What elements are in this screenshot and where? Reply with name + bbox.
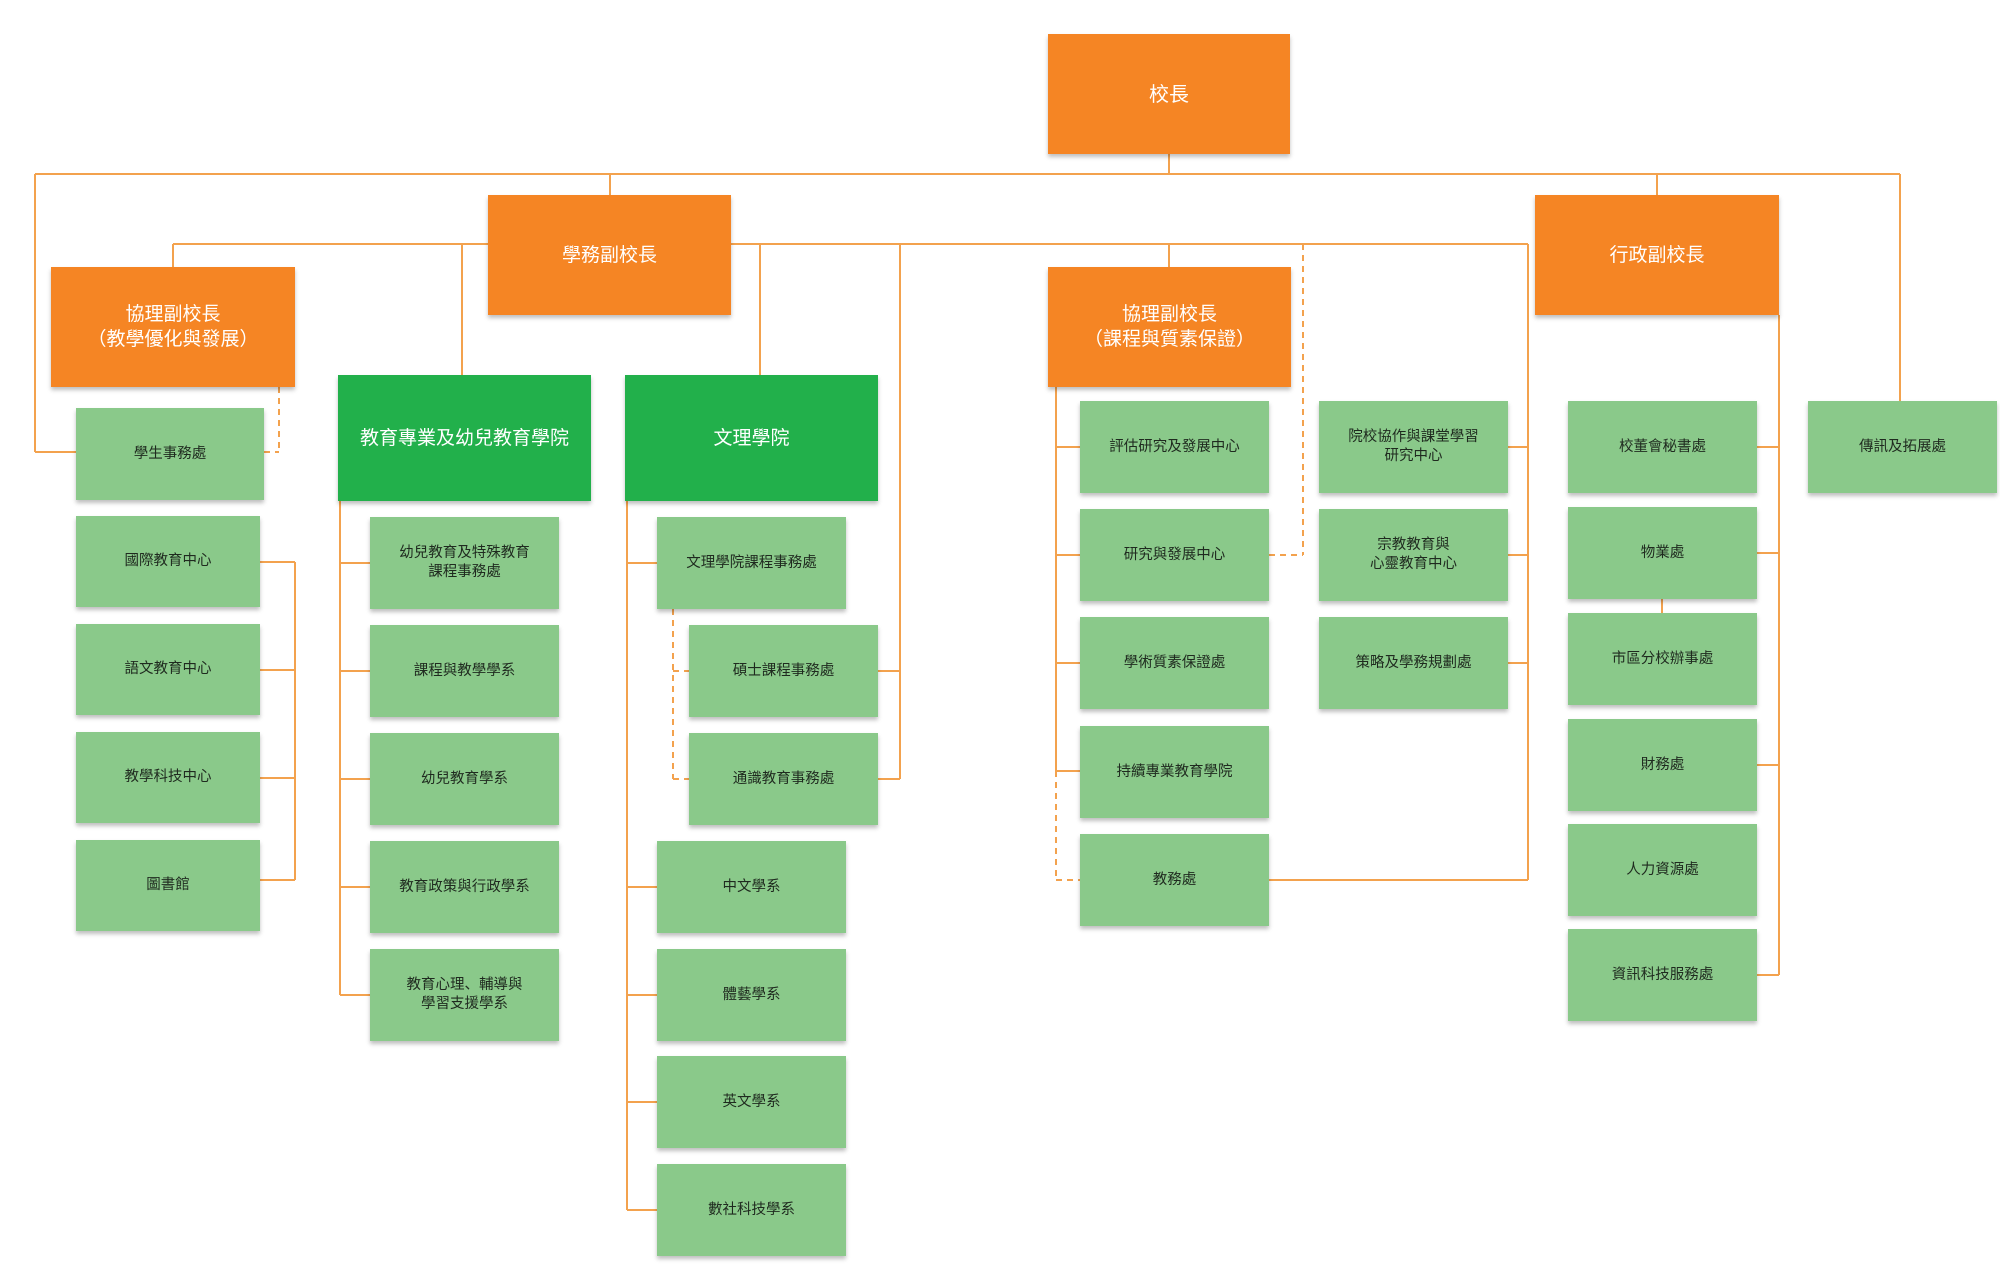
unit-estates: 物業處 bbox=[1568, 507, 1757, 599]
unit-teaching-technology: 教學科技中心 bbox=[76, 732, 260, 823]
unit-human-resources: 人力資源處 bbox=[1568, 824, 1757, 916]
school-education-box: 教育專業及幼兒教育學院 bbox=[338, 375, 591, 501]
unit-strategic-planning: 策略及學務規劃處 bbox=[1319, 617, 1508, 709]
unit-language-education: 語文教育中心 bbox=[76, 624, 260, 715]
unit-ece-programme-office: 幼兒教育及特殊教育 課程事務處 bbox=[370, 517, 559, 609]
unit-english-dept: 英文學系 bbox=[657, 1056, 846, 1148]
unit-continuing-education: 持續專業教育學院 bbox=[1080, 726, 1269, 818]
unit-general-education-office: 通識教育事務處 bbox=[689, 733, 878, 825]
president-box: 校長 bbox=[1048, 34, 1290, 154]
unit-pe-arts-dept: 體藝學系 bbox=[657, 949, 846, 1041]
avp-curriculum-box: 協理副校長 （課程與質素保證） bbox=[1048, 267, 1291, 387]
unit-assessment-centre: 評估研究及發展中心 bbox=[1080, 401, 1269, 493]
vp-admin-box: 行政副校長 bbox=[1535, 195, 1779, 315]
unit-student-affairs: 學生事務處 bbox=[76, 408, 264, 500]
school-arts-box: 文理學院 bbox=[625, 375, 878, 501]
unit-policy-dept: 教育政策與行政學系 bbox=[370, 841, 559, 933]
unit-masters-office: 碩士課程事務處 bbox=[689, 625, 878, 717]
unit-international-education: 國際教育中心 bbox=[76, 516, 260, 607]
unit-finance: 財務處 bbox=[1568, 719, 1757, 811]
unit-psychology-dept: 教育心理、輔導與 學習支援學系 bbox=[370, 949, 559, 1041]
unit-quality-assurance: 學術質素保證處 bbox=[1080, 617, 1269, 709]
unit-council-secretariat: 校董會秘書處 bbox=[1568, 401, 1757, 493]
unit-religious-education-centre: 宗教教育與 心靈教育中心 bbox=[1319, 509, 1508, 601]
unit-arts-programme-office: 文理學院課程事務處 bbox=[657, 517, 846, 609]
unit-partnership-centre: 院校協作與課堂學習 研究中心 bbox=[1319, 401, 1508, 493]
avp-teaching-box: 協理副校長 （教學優化與發展） bbox=[51, 267, 295, 387]
unit-rd-centre: 研究與發展中心 bbox=[1080, 509, 1269, 601]
unit-chinese-dept: 中文學系 bbox=[657, 841, 846, 933]
unit-library: 圖書館 bbox=[76, 840, 260, 931]
unit-registry: 教務處 bbox=[1080, 834, 1269, 926]
unit-it-services: 資訊科技服務處 bbox=[1568, 929, 1757, 1021]
unit-ece-dept: 幼兒教育學系 bbox=[370, 733, 559, 825]
unit-communications: 傳訊及拓展處 bbox=[1808, 401, 1997, 493]
unit-curriculum-dept: 課程與教學學系 bbox=[370, 625, 559, 717]
vp-academic-box: 學務副校長 bbox=[488, 195, 731, 315]
unit-town-centre: 市區分校辦事處 bbox=[1568, 613, 1757, 705]
unit-digital-tech-dept: 數社科技學系 bbox=[657, 1164, 846, 1256]
